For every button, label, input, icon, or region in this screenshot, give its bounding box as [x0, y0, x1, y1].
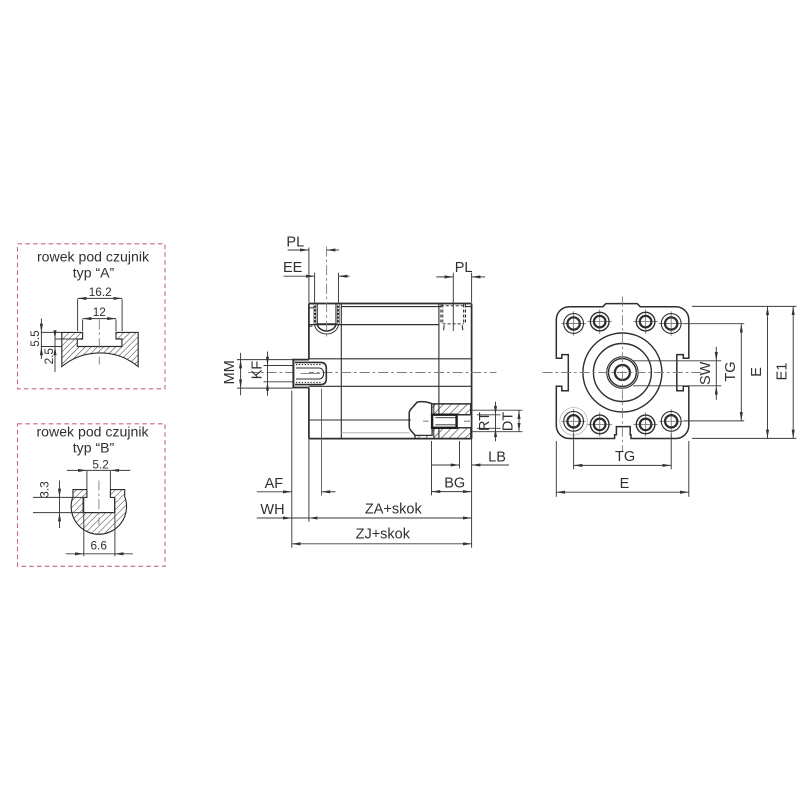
svg-text:rowek pod czujnik: rowek pod czujnik: [37, 249, 150, 265]
svg-text:E: E: [620, 476, 630, 492]
svg-text:DT: DT: [501, 412, 517, 431]
svg-text:E: E: [749, 367, 765, 377]
svg-text:SW: SW: [698, 361, 714, 385]
svg-text:rowek pod czujnik: rowek pod czujnik: [36, 423, 149, 439]
svg-text:BG: BG: [444, 476, 465, 492]
svg-text:WH: WH: [260, 502, 284, 518]
svg-text:E1: E1: [775, 363, 791, 381]
svg-text:MM: MM: [222, 360, 238, 384]
svg-text:ZJ+skok: ZJ+skok: [356, 527, 411, 543]
svg-text:typ “B”: typ “B”: [73, 439, 115, 455]
svg-text:5.5: 5.5: [28, 330, 42, 347]
svg-text:typ “A”: typ “A”: [73, 264, 115, 280]
svg-text:6.6: 6.6: [90, 539, 107, 553]
svg-text:3.3: 3.3: [38, 481, 52, 498]
svg-text:TG: TG: [615, 449, 635, 465]
svg-text:AF: AF: [265, 476, 284, 492]
svg-text:PL: PL: [455, 260, 473, 276]
svg-text:2.5: 2.5: [42, 348, 56, 365]
svg-text:RT: RT: [477, 412, 493, 431]
svg-text:12: 12: [93, 305, 106, 319]
svg-text:LB: LB: [488, 450, 506, 466]
svg-text:16.2: 16.2: [89, 285, 112, 299]
svg-text:PL: PL: [286, 234, 304, 250]
svg-text:ZA+skok: ZA+skok: [365, 502, 423, 518]
svg-text:TG: TG: [723, 361, 739, 381]
svg-text:EE: EE: [283, 260, 303, 276]
svg-text:KF: KF: [249, 361, 265, 380]
svg-text:5.2: 5.2: [92, 458, 108, 472]
